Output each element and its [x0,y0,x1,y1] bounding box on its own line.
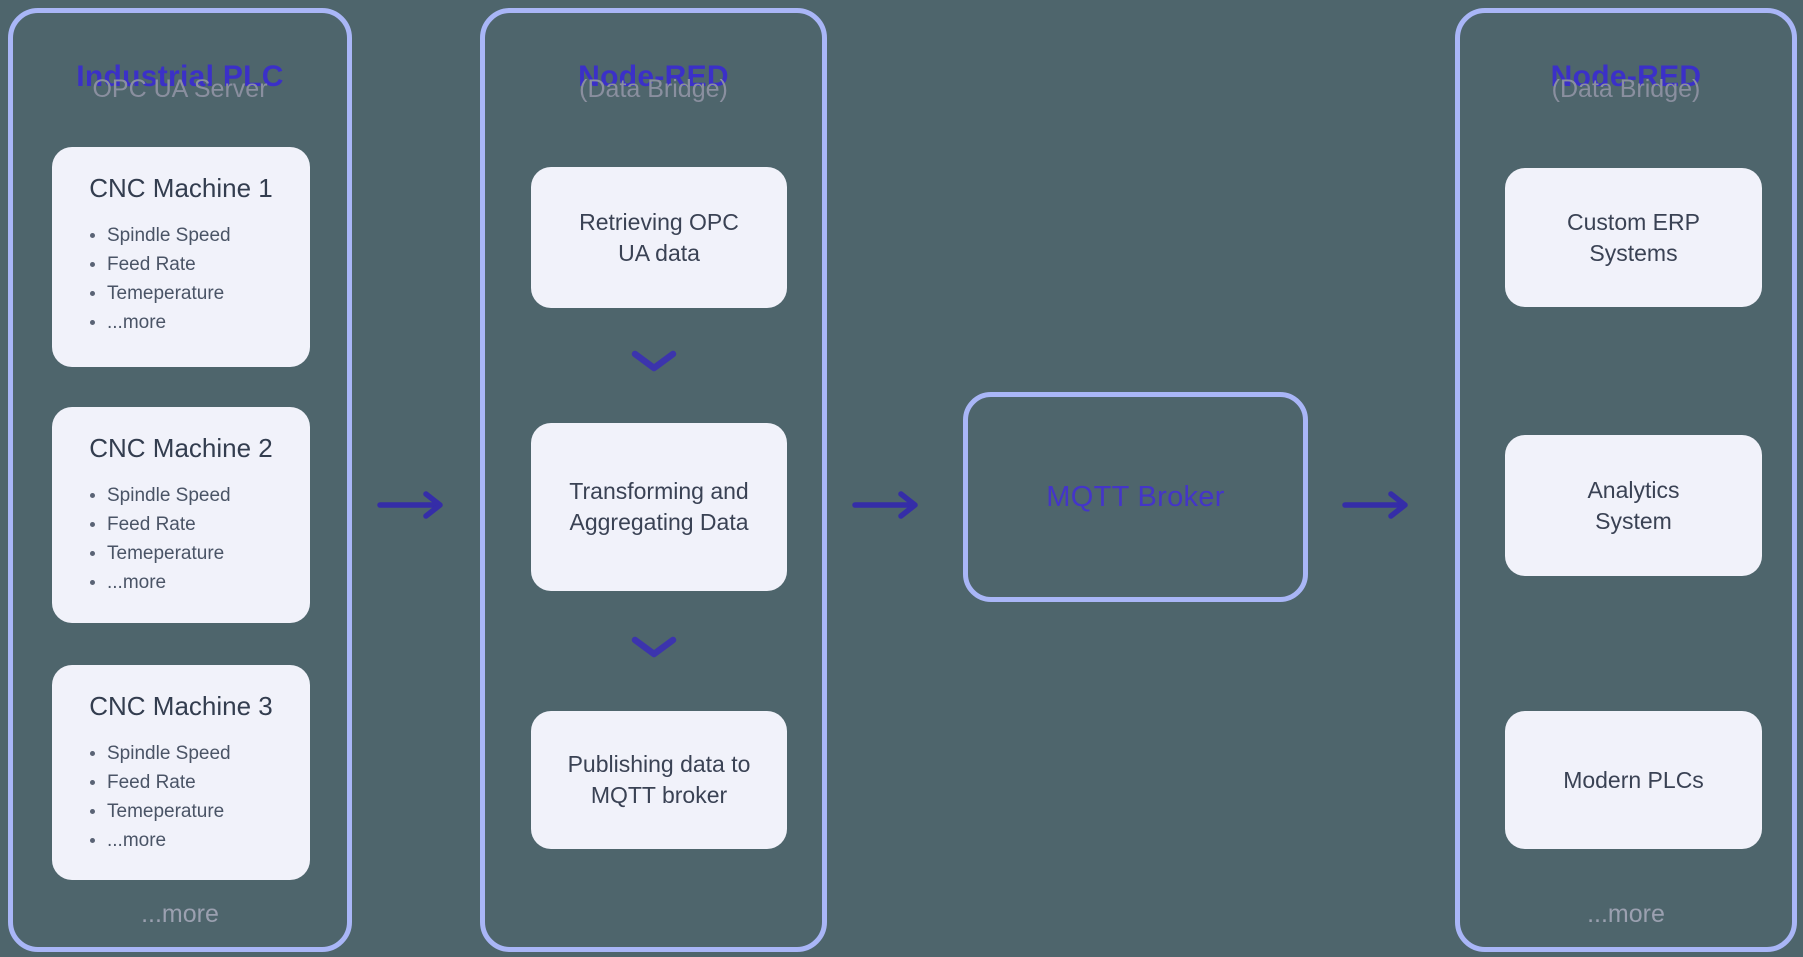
chevron-down-icon [630,636,678,665]
more-label: ...more [141,900,219,928]
cnc-machine-title: CNC Machine 2 [89,433,273,463]
cnc-machine-1-card: CNC Machine 1 Spindle Speed Feed Rate Te… [52,147,310,367]
cnc-machine-title: CNC Machine 3 [89,691,273,721]
panel-node-red-output: Node-RED (Data Bridge) Custom ERP System… [1455,8,1797,952]
machine-metric: ...more [90,568,310,597]
machine-metric: ...more [90,308,310,337]
arrow-nodered-to-mqtt-icon [851,489,931,526]
industrial-plc-subtitle: OPC UA Server [92,75,268,103]
machine-metrics-list: Spindle Speed Feed Rate Temeperature ...… [52,481,310,597]
arrow-plc-to-nodered-icon [376,489,456,526]
machine-metric: Temeperature [90,797,310,826]
panel-node-red-bridge: Node-RED (Data Bridge) Retrieving OPC UA… [480,8,827,952]
machine-metric: Spindle Speed [90,739,310,768]
machine-metric: ...more [90,826,310,855]
machine-metric: Feed Rate [90,510,310,539]
cnc-machine-2-card: CNC Machine 2 Spindle Speed Feed Rate Te… [52,407,310,623]
step-card-publishing: Publishing data to MQTT broker [531,711,787,849]
system-card-analytics: Analytics System [1505,435,1762,576]
step-card-retrieving: Retrieving OPC UA data [531,167,787,308]
machine-metric: Spindle Speed [90,221,310,250]
machine-metric: Spindle Speed [90,481,310,510]
machine-metrics-list: Spindle Speed Feed Rate Temeperature ...… [52,739,310,855]
industrial-plc-title: Industrial PLC [76,59,284,93]
chevron-down-icon [630,350,678,379]
node-red-output-title: Node-RED [1550,59,1702,93]
panel-industrial-plc: Industrial PLC OPC UA Server CNC Machine… [8,8,352,952]
node-red-bridge-subtitle: (Data Bridge) [579,75,728,103]
more-label: ...more [1587,900,1665,928]
system-card-modern-plcs: Modern PLCs [1505,711,1762,849]
node-red-bridge-title: Node-RED [578,59,729,93]
machine-metrics-list: Spindle Speed Feed Rate Temeperature ...… [52,221,310,337]
machine-metric: Feed Rate [90,250,310,279]
node-red-output-subtitle: (Data Bridge) [1551,75,1701,103]
cnc-machine-title: CNC Machine 1 [89,173,273,203]
machine-metric: Temeperature [90,539,310,568]
machine-metric: Temeperature [90,279,310,308]
cnc-machine-3-card: CNC Machine 3 Spindle Speed Feed Rate Te… [52,665,310,880]
mqtt-broker-label: MQTT Broker [1046,480,1225,513]
arrow-mqtt-to-nodered-icon [1341,489,1421,526]
system-card-custom-erp: Custom ERP Systems [1505,168,1762,307]
step-card-transforming: Transforming and Aggregating Data [531,423,787,591]
machine-metric: Feed Rate [90,768,310,797]
mqtt-broker-box: MQTT Broker [963,392,1308,602]
